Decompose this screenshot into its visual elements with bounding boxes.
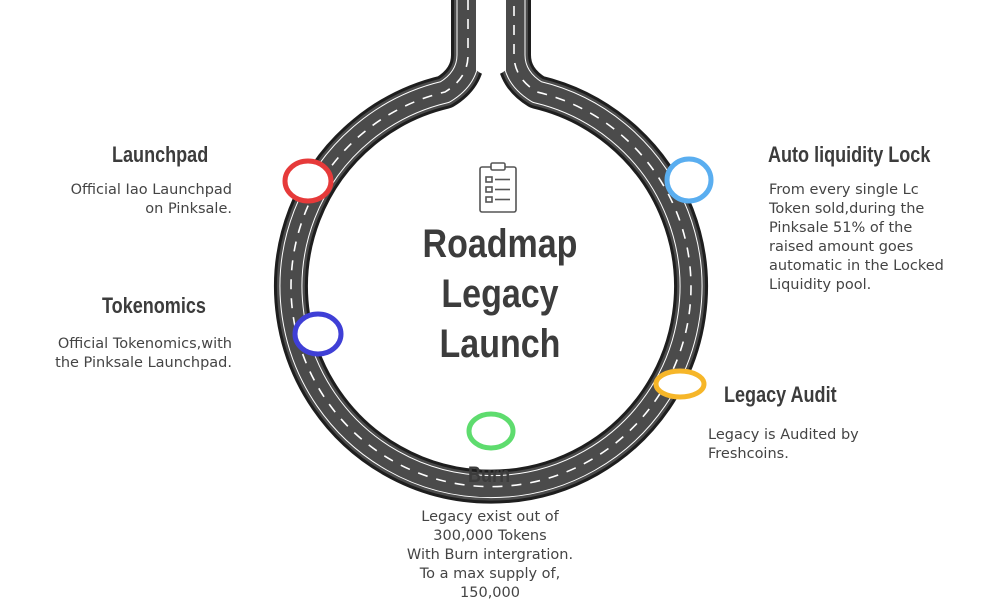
clipboard-checklist-icon bbox=[479, 162, 517, 213]
milestone-line: To a max supply of, bbox=[419, 566, 561, 582]
milestone-line: Official Iao Launchpad bbox=[70, 182, 232, 198]
milestone-line: Legacy is Audited by bbox=[708, 427, 859, 443]
milestone-line: automatic in the Locked bbox=[769, 258, 944, 274]
milestone-line: 300,000 Tokens bbox=[433, 528, 547, 544]
milestone-line: Official Tokenomics,with bbox=[57, 336, 232, 352]
marker-launchpad bbox=[282, 158, 334, 204]
milestone-text-tokenomics: Official Tokenomics,with the Pinksale La… bbox=[55, 335, 232, 373]
milestone-text-burn: Legacy exist out of 300,000 Tokens With … bbox=[380, 508, 600, 603]
milestone-line: the Pinksale Launchpad. bbox=[55, 355, 232, 371]
milestone-title-audit: Legacy Audit bbox=[724, 382, 837, 407]
marker-burn bbox=[466, 411, 516, 451]
milestone-title-burn: Burn bbox=[468, 462, 511, 487]
roadmap-title-line2: Legacy Launch bbox=[439, 272, 561, 366]
milestone-title-tokenomics: Tokenomics bbox=[102, 293, 206, 318]
milestone-title-liquidity: Auto liquidity Lock bbox=[768, 142, 931, 167]
milestone-line: From every single Lc bbox=[769, 182, 919, 198]
milestone-line: Token sold,during the bbox=[769, 201, 925, 217]
milestone-line: Freshcoins. bbox=[708, 446, 789, 462]
milestone-title-launchpad: Launchpad bbox=[112, 142, 209, 167]
milestone-line: 150,000 bbox=[460, 585, 520, 601]
roadmap-title-line1: Roadmap bbox=[422, 222, 578, 266]
marker-audit bbox=[653, 368, 707, 400]
marker-tokenomics bbox=[292, 311, 344, 357]
marker-liquidity bbox=[664, 156, 714, 204]
milestone-line: Pinksale 51% of the bbox=[769, 220, 913, 236]
milestone-text-audit: Legacy is Audited by Freshcoins. bbox=[708, 426, 859, 464]
milestone-line: raised amount goes bbox=[769, 239, 914, 255]
milestone-line: Liquidity pool. bbox=[769, 277, 872, 293]
milestone-text-liquidity: From every single Lc Token sold,during t… bbox=[769, 181, 944, 295]
milestone-text-launchpad: Official Iao Launchpad on Pinksale. bbox=[71, 181, 232, 219]
milestone-line: With Burn intergration. bbox=[406, 547, 574, 563]
milestone-line: Legacy exist out of bbox=[421, 509, 559, 525]
milestone-line: on Pinksale. bbox=[145, 201, 232, 217]
